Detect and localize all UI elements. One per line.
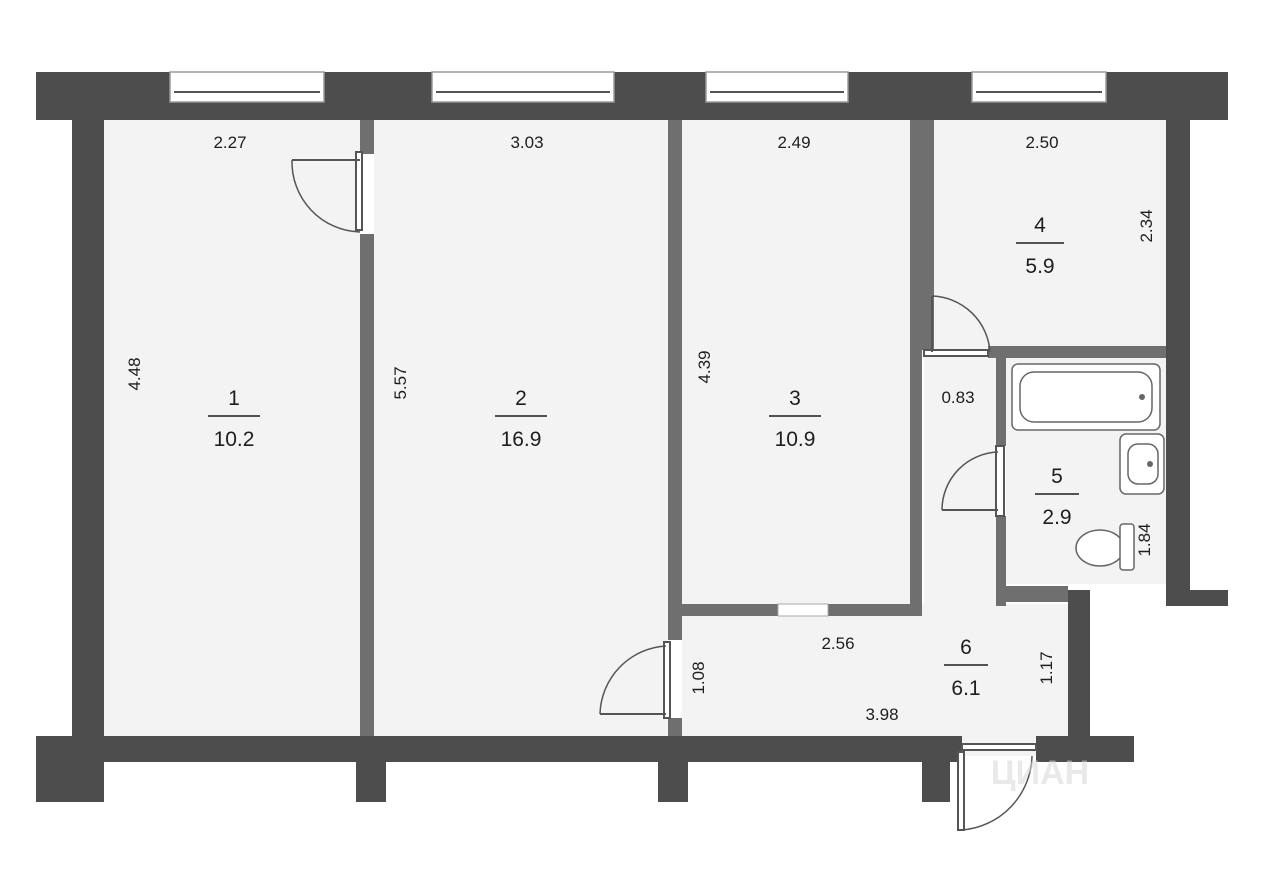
room-2-number: 2 (515, 387, 527, 410)
dim-hall-top: 2.56 (821, 634, 854, 653)
sink (1119, 433, 1165, 495)
room-1-area: 10.2 (214, 428, 255, 451)
room-3-label: 3 10.9 (769, 387, 821, 451)
door-bathroom (941, 445, 1005, 517)
room-6-number: 6 (960, 636, 972, 659)
room-6-area: 6.1 (951, 677, 980, 700)
dim-r2-width: 3.03 (510, 133, 543, 152)
room-labels: 1 10.2 2 16.9 3 10.9 4 5.9 5 2.9 6 6.1 (208, 214, 1079, 700)
dim-hall-left: 1.08 (689, 661, 708, 694)
door-room1-room2 (291, 151, 363, 233)
dim-hall-bottom: 3.98 (865, 705, 898, 724)
room-5-area: 2.9 (1042, 506, 1071, 529)
room-2-label: 2 16.9 (495, 387, 547, 451)
door-room4 (923, 295, 991, 357)
room-1-number: 1 (228, 387, 240, 410)
room-4-number: 4 (1034, 214, 1046, 237)
dim-r1-length: 4.48 (125, 357, 144, 390)
dim-bath-length: 1.84 (1135, 523, 1154, 556)
window-room-1 (169, 71, 325, 103)
dim-r1-width: 2.27 (213, 133, 246, 152)
doors (291, 151, 1037, 831)
room-4-label: 4 5.9 (1016, 214, 1064, 278)
windows (169, 71, 1107, 103)
room-6-label: 6 6.1 (944, 636, 988, 700)
door-hall-room3 (777, 603, 829, 617)
room-4-area: 5.9 (1025, 255, 1054, 278)
dim-r3-width: 2.49 (777, 133, 810, 152)
toilet (1075, 523, 1135, 571)
room-5-number: 5 (1051, 465, 1063, 488)
dim-r2-length: 5.57 (391, 366, 410, 399)
room-1-label: 1 10.2 (208, 387, 260, 451)
room-2-area: 16.9 (501, 428, 542, 451)
window-room-2 (431, 71, 615, 103)
window-room-3 (705, 71, 849, 103)
room-3-area: 10.9 (775, 428, 816, 451)
dim-r3-length: 4.39 (695, 350, 714, 383)
interior-partitions (360, 120, 1166, 736)
room-5-label: 5 2.9 (1035, 465, 1079, 529)
window-room-4 (971, 71, 1107, 103)
dimension-labels: 2.27 4.48 3.03 5.57 2.49 4.39 2.50 2.34 … (125, 133, 1156, 724)
bathtub (1011, 363, 1161, 431)
room-3-number: 3 (789, 387, 801, 410)
door-entrance (957, 743, 1037, 831)
floor-areas (104, 120, 1166, 756)
dim-r4-width: 2.50 (1025, 133, 1058, 152)
dim-r4-length: 2.34 (1137, 209, 1156, 242)
door-hall-room2 (599, 641, 671, 719)
dim-hall-right: 1.17 (1037, 651, 1056, 684)
bathroom-fixtures (1011, 363, 1165, 571)
dim-corridor-width: 0.83 (941, 388, 974, 407)
watermark-logo: ЦИАН (991, 754, 1089, 792)
